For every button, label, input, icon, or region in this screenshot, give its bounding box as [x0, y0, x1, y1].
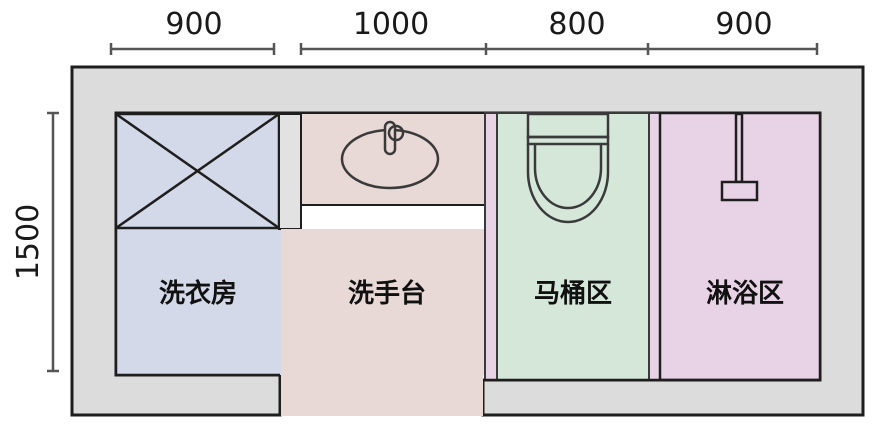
- dimension-label-1000: 1000: [353, 7, 429, 42]
- room-label-washbasin: 洗手台: [348, 278, 426, 309]
- room-label-shower: 淋浴区: [706, 279, 784, 309]
- washing-machine-icon: [114, 112, 281, 230]
- doorway: [281, 375, 483, 416]
- dimension-line-800: [486, 43, 650, 55]
- room-toilet: [496, 112, 650, 381]
- dimension-label-800: 800: [548, 7, 605, 42]
- dimension-line-1000: [299, 43, 488, 55]
- room-label-laundry: 洗衣房: [159, 278, 237, 309]
- dimension-label-1500: 1500: [11, 204, 46, 280]
- sink-icon: [340, 120, 440, 190]
- dimension-line-900-left: [109, 43, 276, 55]
- partition-wall: [278, 113, 302, 230]
- dimension-label-900-left: 900: [165, 7, 222, 42]
- partition-toilet-shower: [648, 112, 661, 381]
- shower-head-icon: [720, 112, 759, 202]
- top-dimensions: [109, 43, 819, 55]
- toilet-icon: [526, 112, 610, 224]
- room-label-toilet: 马桶区: [534, 278, 612, 309]
- left-dimension: [47, 111, 59, 373]
- dimension-label-900-right: 900: [715, 7, 772, 42]
- room-washbasin: [281, 112, 486, 375]
- dimension-line-900-right: [648, 43, 819, 55]
- partition-washbasin-toilet: [484, 112, 498, 381]
